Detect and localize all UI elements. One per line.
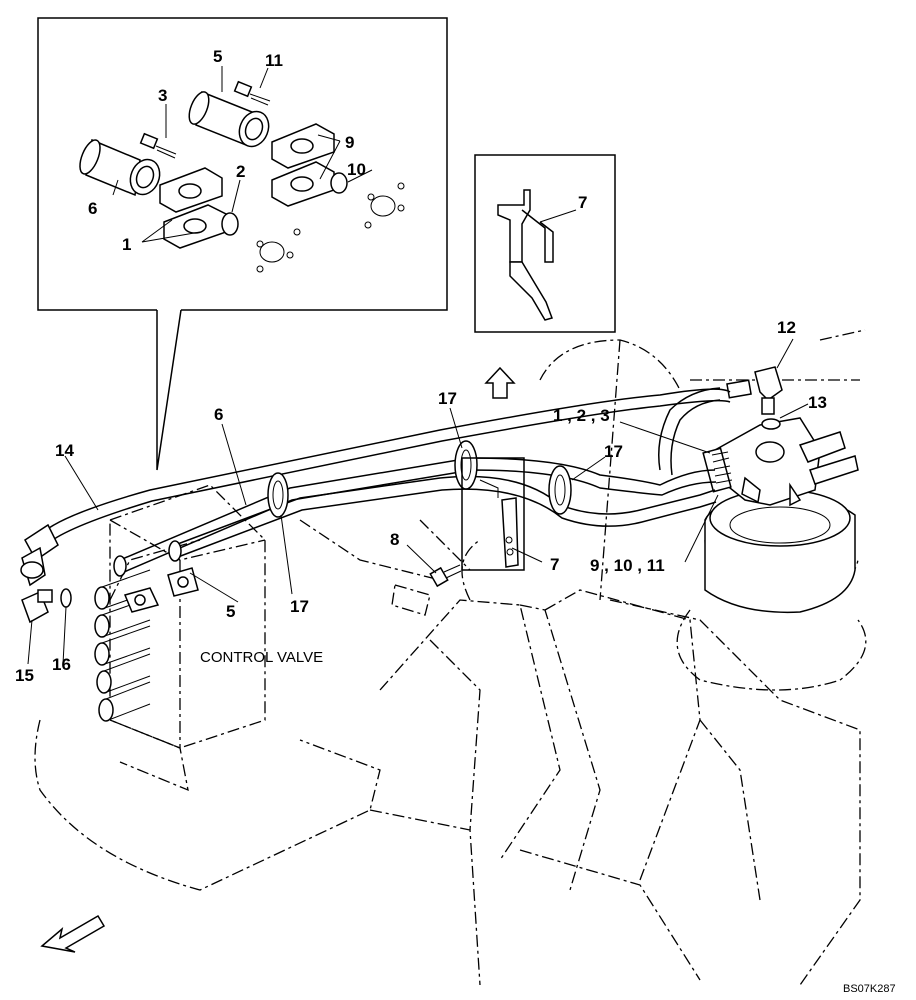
split-flange-9-detail [271,123,335,207]
callout-17-right: 17 [604,442,623,461]
split-flange-1-detail [159,167,227,249]
callout-17-left: 17 [438,389,457,408]
swivel-joint [676,417,867,691]
up-arrow-icon [484,366,516,399]
o-ring-13 [761,418,781,430]
o-ring-10-detail [330,172,348,194]
machine-body-outline [34,329,866,986]
pipe-6 [113,457,717,577]
pipe-clamp-17b [454,440,478,490]
callout-17-bottom: 17 [290,597,309,616]
detail-inset: 5 11 3 9 2 10 6 1 [37,17,448,471]
pipe-clamp-17c [548,465,572,515]
callout-11-detail: 11 [265,51,283,70]
callout-15: 15 [15,666,34,685]
callout-1-2-3: 1 , 2 , 3 [553,406,610,425]
valve-spools [94,569,151,722]
front-direction-arrow-icon [40,914,106,953]
pipe-5-detail [188,90,270,148]
bolt-8 [429,564,462,588]
callout-3-detail: 3 [158,86,167,105]
callout-6-detail: 6 [88,199,97,218]
callout-13: 13 [808,393,827,412]
callout-6: 6 [214,405,223,424]
callout-14: 14 [55,441,74,460]
drawing-code: BS07K287 [843,983,896,995]
bracket-7 [461,457,525,571]
control-valve-label: CONTROL VALVE [200,649,323,666]
control-valve-block [94,484,266,792]
port-hole-pattern-a [256,228,301,273]
callout-8: 8 [390,530,399,549]
pipe-clamp-17a [267,472,289,518]
callout-7: 7 [550,555,559,574]
callout-5: 5 [226,602,235,621]
callout-7-bracket: 7 [578,193,587,212]
hose-14 [20,388,731,587]
callout-1-detail: 1 [122,235,131,254]
port-hole-pattern-b [364,182,405,229]
callout-9-10-11: 9 , 10 , 11 [590,556,665,575]
pipe-5 [168,475,717,562]
callout-16: 16 [52,655,71,674]
o-ring-16 [60,588,72,608]
callout-5-detail: 5 [213,47,222,66]
o-ring-2-detail [221,212,239,236]
callout-12: 12 [777,318,796,337]
bolt-11-detail [233,80,271,106]
elbow-fitting-15 [21,589,53,624]
bolt-3-detail [139,132,177,159]
callout-10-detail: 10 [347,160,366,179]
callout-2-detail: 2 [236,162,245,181]
elbow-fitting-12 [726,366,783,415]
callout-9-detail: 9 [345,133,354,152]
flange-clamps-valve [123,567,199,613]
pipe-6-detail [79,138,161,197]
bracket-inset: 7 [474,154,616,333]
